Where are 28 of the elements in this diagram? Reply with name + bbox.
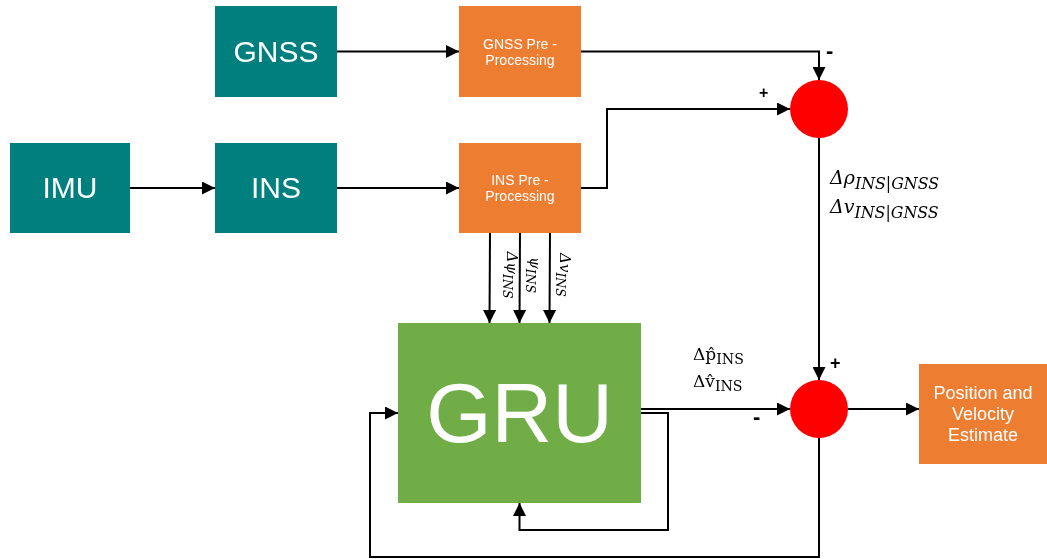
summing-junction <box>790 80 848 138</box>
arrow <box>580 50 826 81</box>
output-box: Position and Velocity Estimate <box>919 364 1047 464</box>
arrow <box>543 232 557 324</box>
arrow <box>336 181 460 195</box>
process-box: INS Pre - Processing <box>459 143 581 233</box>
source-box: GNSS <box>215 6 337 97</box>
sign-label: - <box>753 404 761 430</box>
arrow <box>580 102 791 189</box>
edge-label: Δρ$_{INS|GNSS}$ Δv$_{INS|GNSS}$ <box>830 165 941 224</box>
summing-junction <box>790 380 848 438</box>
edge-label: Δp̂$_{INS}$ Δv̂$_{INS}$ <box>693 343 745 396</box>
source-box: IMU <box>10 143 130 233</box>
arrow <box>369 406 820 558</box>
process-box: INS <box>215 143 337 233</box>
arrow <box>812 137 826 381</box>
arrow <box>336 45 460 58</box>
arrow <box>129 181 216 195</box>
sign-label: + <box>759 84 769 102</box>
process-box: GRU <box>398 323 641 503</box>
arrow <box>513 232 527 324</box>
sign-label: - <box>826 38 834 64</box>
sign-label: + <box>830 353 841 374</box>
arrow <box>513 412 669 531</box>
arrow <box>640 402 791 416</box>
arrow <box>847 402 920 416</box>
process-box: GNSS Pre - Processing <box>459 6 581 97</box>
arrow <box>483 232 497 324</box>
